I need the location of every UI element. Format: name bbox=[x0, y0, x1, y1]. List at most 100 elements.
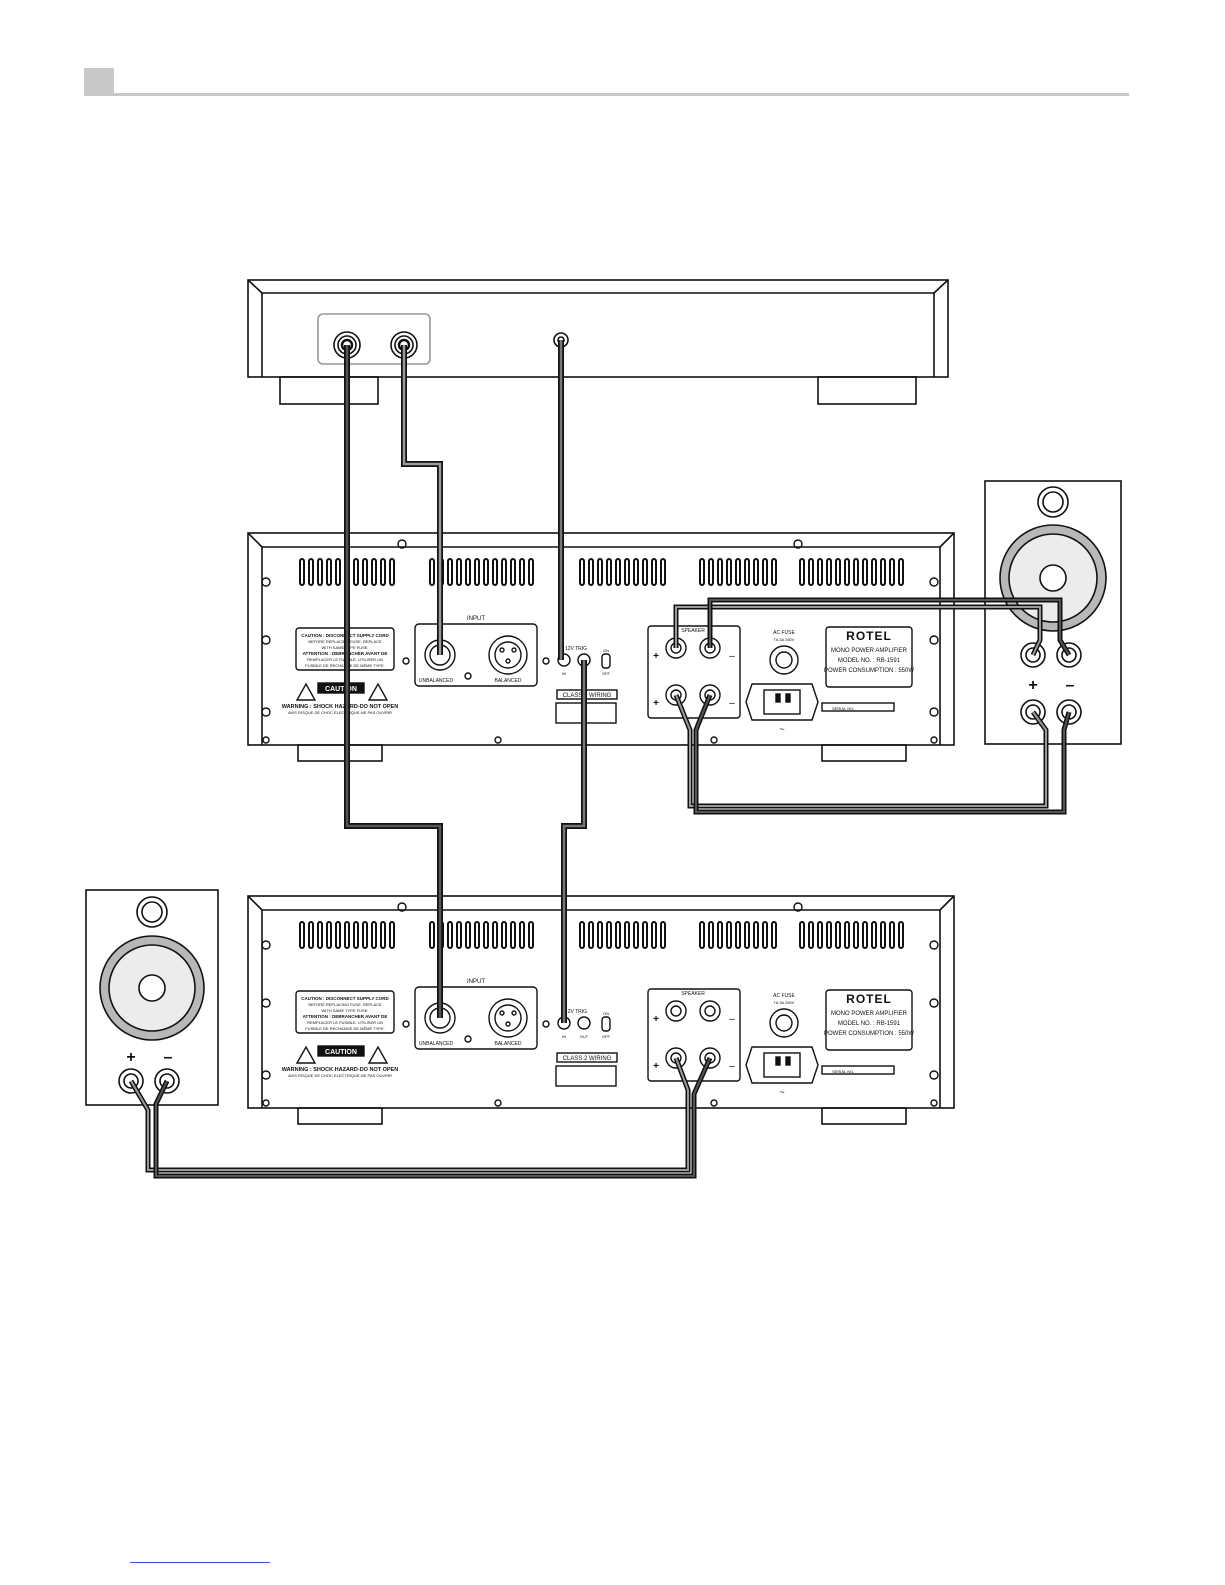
speaker-right-tweeter-icon bbox=[1037, 486, 1069, 518]
vent-slot bbox=[483, 558, 489, 586]
amp-2-input-label: INPUT bbox=[467, 979, 485, 985]
amp-2-trigger-out-label: OUT bbox=[580, 1034, 589, 1039]
amp-2-plus-upper: + bbox=[653, 1014, 659, 1025]
vent-slot bbox=[826, 558, 832, 586]
amp-2-fuse-label: AC FUSE bbox=[773, 993, 795, 999]
vent-slot bbox=[889, 558, 895, 586]
vent-slot bbox=[708, 921, 714, 949]
speaker-left-minus-label: – bbox=[164, 1049, 173, 1066]
vent-slot bbox=[492, 558, 498, 586]
vent-slot bbox=[597, 558, 603, 586]
vent-slot bbox=[326, 921, 332, 949]
vent-slot bbox=[501, 558, 507, 586]
vent-slot bbox=[362, 558, 368, 586]
amp-1-warning-1: WARNING : SHOCK HAZARD-DO NOT OPEN bbox=[282, 704, 398, 710]
amp-2-fuse-holder[interactable] bbox=[769, 1008, 799, 1038]
amp-2-speaker-terminal-1[interactable] bbox=[665, 1000, 687, 1022]
amp-1-class-wiring: CLASS 2 WIRING bbox=[563, 693, 612, 699]
speaker-right bbox=[984, 480, 1122, 745]
amp-2-caution-1: CAUTION : DISCONNECT SUPPLY CORD bbox=[301, 996, 389, 1001]
vent-slot bbox=[871, 558, 877, 586]
vent-slot bbox=[744, 558, 750, 586]
amp-1-type: MONO POWER AMPLIFIER bbox=[831, 648, 908, 654]
vent-slot bbox=[826, 921, 832, 949]
amp-2-xlr-input[interactable] bbox=[488, 998, 528, 1038]
amp-2-trigger-in-label: IN bbox=[562, 1034, 566, 1039]
vent-slot bbox=[299, 558, 305, 586]
amp-1-minus-lower: – bbox=[729, 698, 735, 709]
amplifier-1: ROTEL MONO POWER AMPLIFIER MODEL NO. : R… bbox=[247, 532, 955, 762]
amp-2-minus-upper: – bbox=[729, 1014, 735, 1025]
vent-slot bbox=[615, 558, 621, 586]
vent-slot bbox=[880, 921, 886, 949]
amp-2-speaker-label: SPEAKER bbox=[681, 991, 705, 997]
vent-slot bbox=[308, 558, 314, 586]
vent-slot bbox=[317, 558, 323, 586]
vent-slot bbox=[633, 558, 639, 586]
vent-slot bbox=[528, 921, 534, 949]
vent-slot bbox=[880, 558, 886, 586]
vent-slot bbox=[588, 558, 594, 586]
amp-1-trigger-label: 12V TRIG bbox=[565, 646, 587, 652]
amp-1-balanced: BALANCED bbox=[495, 678, 522, 684]
header-square bbox=[84, 68, 114, 96]
amp-1-serial: SERIAL NO. bbox=[832, 706, 854, 711]
vent-slot bbox=[483, 921, 489, 949]
vent-slot bbox=[371, 921, 377, 949]
vent-slot bbox=[735, 558, 741, 586]
vent-slot bbox=[380, 558, 386, 586]
amp-1-vents bbox=[299, 558, 904, 586]
amp-1-brand: ROTEL bbox=[846, 629, 892, 643]
amp-1-minus-upper: – bbox=[729, 651, 735, 662]
amp-2-serial: SERIAL NO. bbox=[832, 1069, 854, 1074]
vent-slot bbox=[651, 921, 657, 949]
vent-slot bbox=[853, 558, 859, 586]
amp-2-warning-1: WARNING : SHOCK HAZARD-DO NOT OPEN bbox=[282, 1067, 398, 1073]
amp-2-attention-2: REMPLACER LE FUSIBLE. UTILISER UN bbox=[307, 1020, 383, 1025]
vent-slot bbox=[871, 921, 877, 949]
footer-link-underline[interactable] bbox=[130, 1562, 270, 1563]
vent-slot bbox=[717, 921, 723, 949]
vent-slot bbox=[429, 921, 435, 949]
vent-slot bbox=[474, 921, 480, 949]
amp-1-xlr-input[interactable] bbox=[488, 635, 528, 675]
vent-slot bbox=[835, 921, 841, 949]
amp-1-plus-lower: + bbox=[653, 698, 659, 709]
speaker-left bbox=[85, 889, 219, 1106]
vent-slot bbox=[465, 921, 471, 949]
amp-1-fuse-holder[interactable] bbox=[769, 645, 799, 675]
vent-slot bbox=[519, 558, 525, 586]
vent-slot bbox=[708, 558, 714, 586]
vent-slot bbox=[844, 921, 850, 949]
vent-slot bbox=[371, 558, 377, 586]
speaker-right-minus-label: – bbox=[1066, 677, 1075, 694]
amp-2-fuse-rating: T6.3A 250V bbox=[774, 1000, 795, 1005]
vent-slot bbox=[651, 558, 657, 586]
vent-slot bbox=[717, 558, 723, 586]
vent-slot bbox=[862, 921, 868, 949]
amp-2-caution-badge: CAUTION bbox=[325, 1049, 357, 1056]
amp-2-plus-lower: + bbox=[653, 1061, 659, 1072]
vent-slot bbox=[862, 558, 868, 586]
vent-slot bbox=[642, 921, 648, 949]
amp-2-speaker-terminal-2[interactable] bbox=[699, 1000, 721, 1022]
amp-2-trigger-out[interactable] bbox=[577, 1016, 591, 1030]
amp-2-balanced: BALANCED bbox=[495, 1041, 522, 1047]
vent-slot bbox=[308, 921, 314, 949]
vent-slot bbox=[615, 921, 621, 949]
vent-slot bbox=[835, 558, 841, 586]
vent-slot bbox=[519, 921, 525, 949]
vent-slot bbox=[660, 558, 666, 586]
vent-slot bbox=[699, 558, 705, 586]
vent-slot bbox=[362, 921, 368, 949]
vent-slot bbox=[889, 921, 895, 949]
amp-2-ac-inlet[interactable] bbox=[745, 1046, 819, 1084]
amp-2-caution-2: BEFORE REPLACING FUSE. REPLACE bbox=[308, 1002, 382, 1007]
vent-slot bbox=[528, 558, 534, 586]
vent-slot bbox=[726, 558, 732, 586]
vent-slot bbox=[335, 921, 341, 949]
amp-2-minus-lower: – bbox=[729, 1061, 735, 1072]
vent-slot bbox=[642, 558, 648, 586]
amp-1-unbalanced: UNBALANCED bbox=[419, 678, 454, 684]
amp-1-ac-inlet[interactable] bbox=[745, 683, 819, 721]
